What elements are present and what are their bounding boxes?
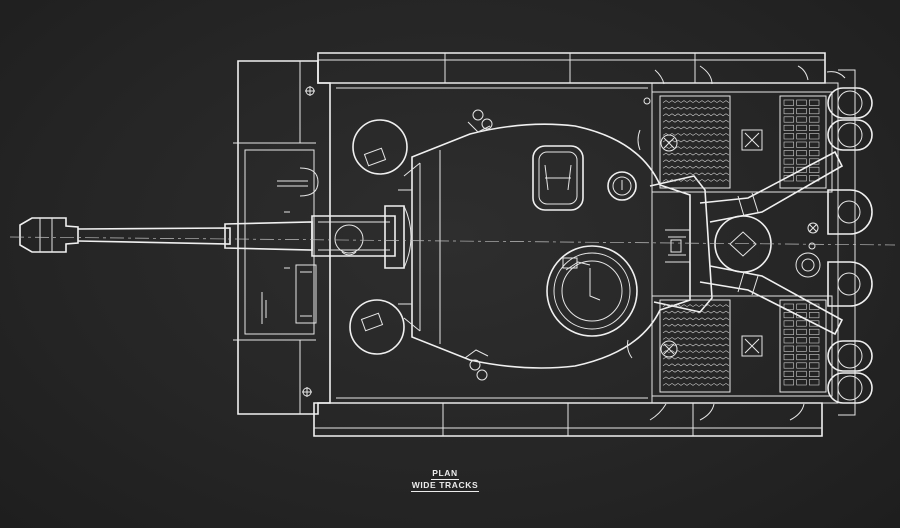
track-guards [313, 52, 826, 437]
front-hatches [277, 119, 408, 355]
hull-outline [233, 60, 856, 416]
exhaust-pipes [699, 150, 844, 336]
drawing-caption: PLAN WIDE TRACKS [380, 468, 510, 492]
caption-subtitle: WIDE TRACKS [410, 480, 480, 492]
turret [398, 97, 713, 381]
caption-title: PLAN [431, 468, 459, 480]
main-gun [19, 205, 412, 269]
centre-line [9, 236, 896, 246]
rear-exhaust-mufflers [827, 87, 873, 404]
airflow-arrows [627, 65, 846, 421]
